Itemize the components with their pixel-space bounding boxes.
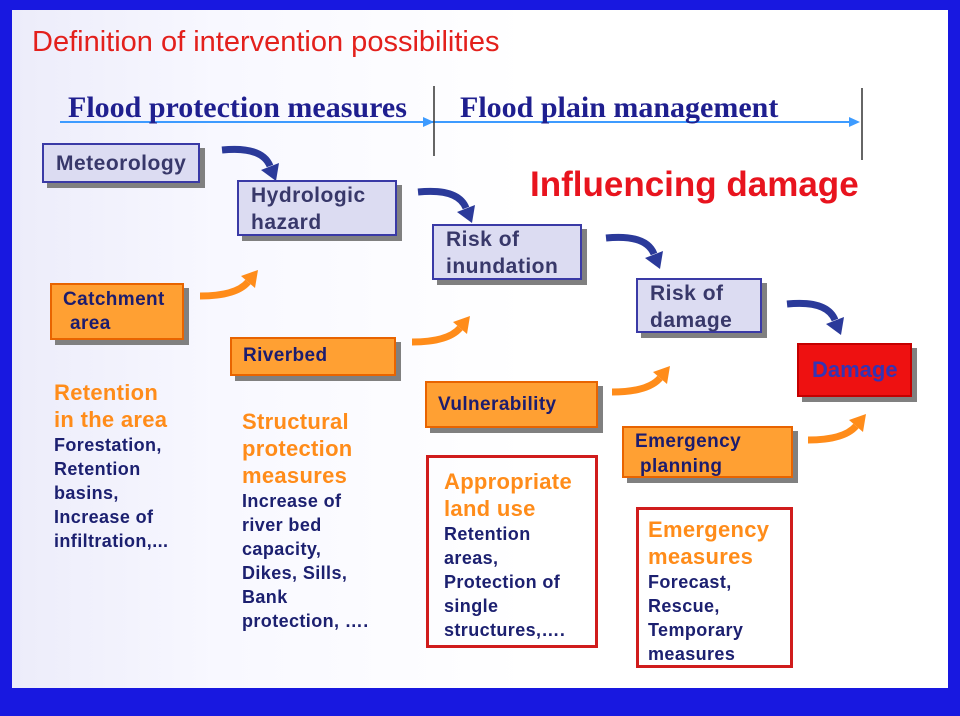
hydrologic-hazard-label: hazard bbox=[251, 211, 322, 234]
risk-of-damage-label: damage bbox=[650, 309, 733, 332]
header-flood-protection: Flood protection measures bbox=[68, 91, 407, 124]
measure-item: Increase of bbox=[242, 491, 342, 511]
meteorology-box: Meteorology bbox=[42, 143, 200, 183]
catchment-area-label: area bbox=[70, 313, 111, 334]
measure-heading: Structural bbox=[242, 409, 349, 434]
measure-item: infiltration,... bbox=[54, 531, 169, 551]
hydrologic-hazard-label: Hydrologic bbox=[251, 184, 366, 207]
slide-title: Definition of intervention possibilities bbox=[32, 26, 500, 58]
measure-item: single bbox=[444, 596, 499, 616]
emergency-measures-box: Emergency measures Forecast, Rescue, Tem… bbox=[636, 507, 793, 668]
measure-heading: measures bbox=[648, 544, 754, 569]
risk-of-inundation-label: Risk of bbox=[446, 228, 520, 251]
risk-of-damage-box: Risk of damage bbox=[636, 278, 762, 333]
measure-item: Rescue, bbox=[648, 596, 720, 616]
measure-item: structures,…. bbox=[444, 620, 566, 640]
measure-item: Bank bbox=[242, 587, 288, 607]
land-use-measures-box: Appropriate land use Retention areas, Pr… bbox=[426, 455, 598, 648]
measure-item: areas, bbox=[444, 548, 499, 568]
retention-measures: Retention in the area Forestation, Reten… bbox=[54, 379, 168, 553]
catchment-area-box: Catchment area bbox=[50, 283, 184, 340]
header-flood-plain-management: Flood plain management bbox=[460, 91, 779, 124]
hydrologic-hazard-box: Hydrologic hazard bbox=[237, 180, 397, 236]
riverbed-label: Riverbed bbox=[243, 345, 328, 366]
emergency-planning-label: Emergency bbox=[635, 431, 742, 452]
measure-heading: measures bbox=[242, 463, 348, 488]
structural-protection-measures: Structural protection measures Increase … bbox=[242, 408, 369, 633]
measure-item: capacity, bbox=[242, 539, 322, 559]
risk-of-inundation-box: Risk of inundation bbox=[432, 224, 582, 280]
risk-of-damage-label: Risk of bbox=[650, 282, 724, 305]
measure-item: Retention bbox=[444, 524, 531, 544]
damage-label: Damage bbox=[812, 357, 898, 382]
damage-box: Damage bbox=[797, 343, 912, 397]
measure-heading: land use bbox=[444, 496, 536, 521]
measure-item: protection, …. bbox=[242, 611, 369, 631]
measure-item: Dikes, Sills, bbox=[242, 563, 348, 583]
measure-item: basins, bbox=[54, 483, 119, 503]
measure-item: Increase of bbox=[54, 507, 154, 527]
measure-heading: Emergency bbox=[648, 517, 770, 542]
influencing-damage-heading: Influencing damage bbox=[530, 165, 859, 204]
measure-item: measures bbox=[648, 644, 736, 664]
emergency-planning-box: Emergency planning bbox=[622, 426, 793, 478]
riverbed-box: Riverbed bbox=[230, 337, 396, 376]
vulnerability-box: Vulnerability bbox=[425, 381, 598, 428]
measure-heading: protection bbox=[242, 436, 353, 461]
measure-item: Protection of bbox=[444, 572, 561, 592]
measure-heading: Retention bbox=[54, 380, 159, 405]
measure-item: Retention bbox=[54, 459, 141, 479]
meteorology-label: Meteorology bbox=[56, 152, 187, 175]
catchment-area-label: Catchment bbox=[63, 289, 165, 310]
measure-item: river bed bbox=[242, 515, 322, 535]
risk-of-inundation-label: inundation bbox=[446, 255, 559, 278]
measure-item: Temporary bbox=[648, 620, 744, 640]
measure-heading: in the area bbox=[54, 407, 168, 432]
measure-item: Forecast, bbox=[648, 572, 732, 592]
emergency-planning-label: planning bbox=[640, 456, 723, 477]
measure-item: Forestation, bbox=[54, 435, 162, 455]
measure-heading: Appropriate bbox=[444, 469, 572, 494]
vulnerability-label: Vulnerability bbox=[438, 394, 557, 415]
